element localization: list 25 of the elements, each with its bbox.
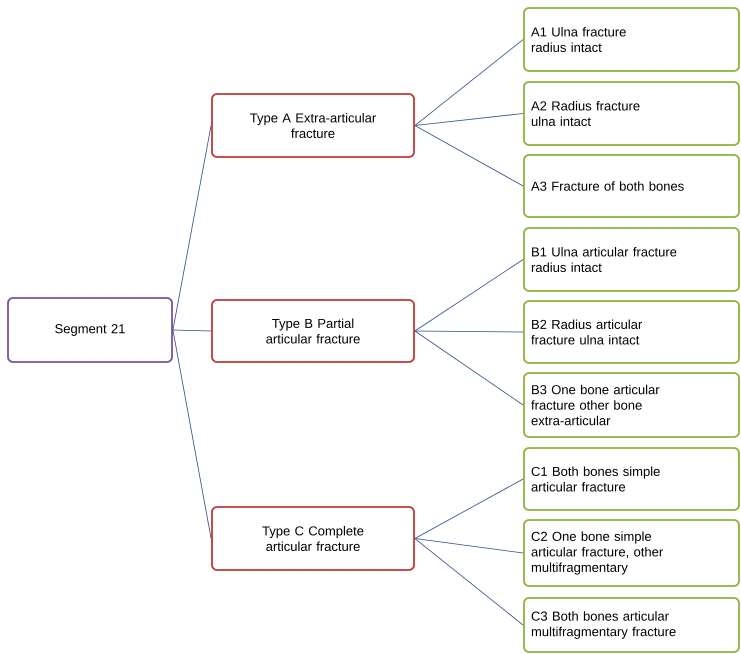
category-box: Type B Partial articular fracture	[211, 299, 415, 363]
subtype-box: B1 Ulna articular fracture radius intact	[523, 227, 740, 292]
subtype-box: A3 Fracture of both bones	[523, 154, 740, 218]
subtype-box: C3 Both bones articular multifragmentary fracture	[523, 597, 740, 653]
connector-line	[414, 538, 524, 626]
root-box: Segment 21	[7, 297, 173, 363]
connector-line	[414, 478, 524, 539]
connector-line	[172, 330, 212, 332]
subtype-box: B2 Radius articular fracture ulna intact	[523, 300, 740, 364]
subtype-box: A2 Radius fracture ulna intact	[523, 81, 740, 146]
connector-line	[172, 125, 212, 330]
subtype-box: C1 Both bones simple articular fracture	[523, 447, 740, 511]
subtype-box: C2 One bone simple articular fracture, other multifragmentary	[523, 519, 740, 587]
connector-line	[414, 538, 524, 554]
connector-line	[414, 125, 524, 186]
connector-line	[414, 330, 524, 406]
connector-line	[414, 39, 524, 126]
category-box: Type A Extra-articular fracture	[211, 93, 415, 158]
connector-line	[414, 330, 524, 332]
category-box: Type C Complete articular fracture	[211, 506, 415, 571]
connector-line	[414, 259, 524, 332]
connector-line	[414, 113, 524, 126]
subtype-box: B3 One bone articular fracture other bone extra-articular	[523, 372, 740, 438]
subtype-box: A1 Ulna fracture radius intact	[523, 7, 740, 72]
connector-line	[172, 330, 212, 539]
